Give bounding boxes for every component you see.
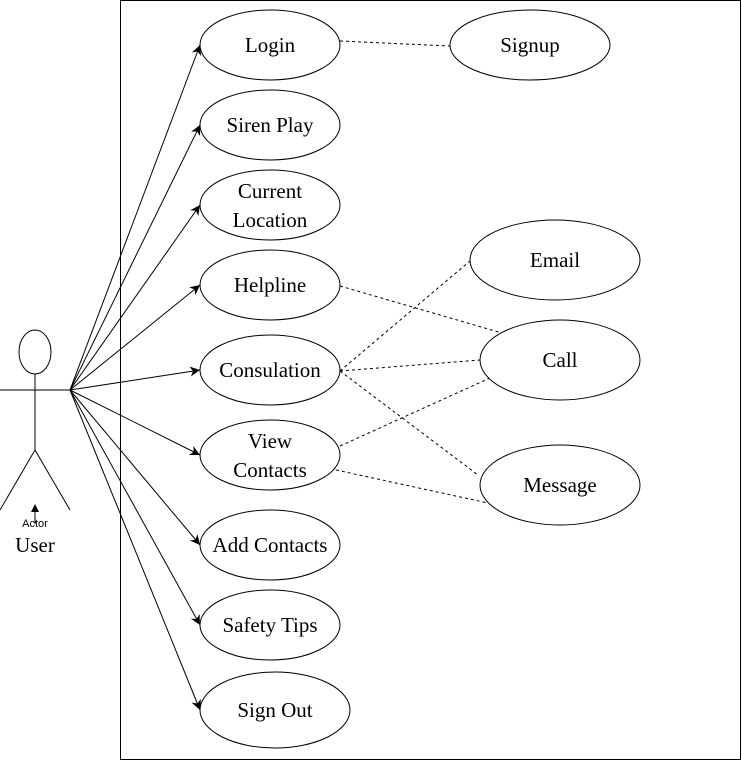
use-case-label-line1: View: [248, 429, 293, 453]
use-case-current-location: Current Location: [199, 169, 341, 241]
relation-login-signup: [339, 40, 451, 47]
actor-head: [18, 329, 52, 375]
association-consulation: [69, 366, 201, 391]
use-case-add-contacts: Add Contacts: [199, 509, 341, 581]
use-case-label: Email: [530, 248, 580, 272]
use-case-label: Add Contacts: [213, 533, 328, 557]
use-case-label: Sign Out: [237, 698, 312, 722]
use-case-email: Email: [469, 219, 641, 301]
use-case-sign-out: Sign Out: [199, 671, 351, 749]
use-case-helpline: Helpline: [199, 249, 341, 321]
use-case-call: Call: [479, 319, 641, 401]
use-case-view-contacts: View Contacts: [199, 419, 341, 491]
use-case-label: Helpline: [234, 273, 306, 297]
relation-helpline-call: [339, 285, 503, 334]
use-case-siren-play: Siren Play: [199, 89, 341, 161]
association-current-location: [69, 204, 201, 391]
relation-consulation-email: [339, 260, 471, 372]
use-case-label-line2: Contacts: [233, 458, 307, 482]
use-case-label: Signup: [500, 33, 560, 57]
association-safety-tips: [69, 389, 201, 626]
actor-name-label: User: [15, 533, 55, 557]
use-case-login: Login: [199, 9, 341, 81]
relation-consulation-call: [339, 359, 481, 372]
association-add-contacts: [69, 389, 201, 546]
use-case-message: Message: [479, 444, 641, 526]
relation-consulation-message: [339, 370, 479, 476]
system-boundary: [120, 0, 741, 760]
associations: [69, 44, 202, 711]
use-case-consulation: Consulation: [199, 334, 341, 406]
association-login: [69, 44, 202, 391]
association-helpline: [69, 284, 201, 391]
association-sign-out: [69, 389, 201, 711]
relation-view-contacts-message: [335, 469, 489, 504]
actor-left-leg: [0, 449, 36, 511]
actor-marker-arrow: [31, 504, 39, 512]
use-case-label-line2: Location: [233, 208, 308, 232]
actor-user: Actor User: [0, 329, 71, 557]
use-case-label: Call: [543, 348, 578, 372]
association-siren-play: [69, 124, 201, 391]
use-case-label: Consulation: [219, 358, 321, 382]
relation-view-contacts-call: [339, 377, 491, 447]
use-case-label-line1: Current: [238, 179, 302, 203]
use-case-safety-tips: Safety Tips: [199, 589, 341, 661]
use-case-label: Siren Play: [227, 113, 314, 137]
use-case-label: Login: [245, 33, 296, 57]
use-case-label: Safety Tips: [222, 613, 317, 637]
actor-right-leg: [34, 449, 71, 511]
use-case-signup: Signup: [449, 9, 611, 81]
dashed-relations: [335, 40, 503, 504]
use-case-label: Message: [523, 473, 596, 497]
association-view-contacts: [69, 389, 201, 456]
actor-small-label: Actor: [22, 518, 48, 530]
